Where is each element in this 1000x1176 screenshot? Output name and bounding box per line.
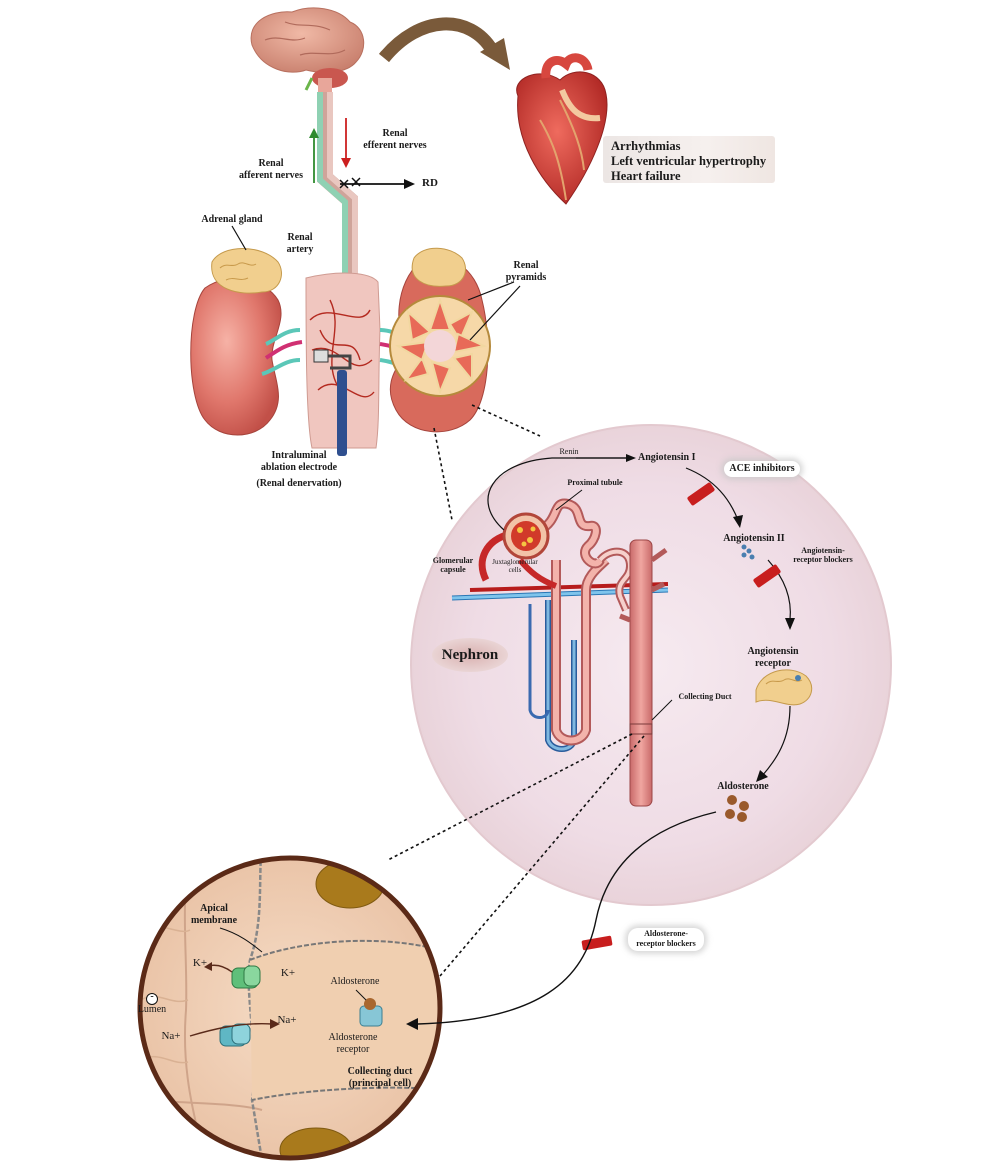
cell-aldosterone-receptor-label: Aldosterone receptor	[328, 1032, 378, 1055]
na-influx-arrow	[189, 1022, 273, 1037]
na-lumen-label: Na+	[161, 1030, 181, 1042]
ang2-to-receptor-arrow	[767, 559, 791, 621]
aldosterone-receptor-blockers-label: Aldosterone- receptor blockers	[628, 928, 704, 951]
effect-arrhythmias: Arrhythmias	[611, 139, 681, 153]
k-channel	[231, 965, 261, 989]
principal-cell-label: Collecting duct (principal cell)	[347, 1066, 413, 1089]
collecting-duct-label: Collecting Duct	[678, 692, 732, 701]
afferent-nerves-label: Renal afferent nerves	[239, 158, 303, 181]
left-kidney	[190, 248, 282, 436]
aldosterone-molecules	[725, 795, 749, 822]
rd-label: RD	[422, 177, 438, 189]
angiotensin-ii-molecule	[741, 544, 755, 560]
rd-arrow	[339, 177, 415, 189]
adrenal-pointer	[231, 225, 247, 251]
k-cell-label: K+	[280, 967, 296, 979]
aldosterone-receptor-icon	[359, 998, 383, 1027]
zoom-line-4	[439, 735, 645, 977]
pyramids-pointer-2	[469, 285, 521, 341]
k-lumen-label: K+	[192, 957, 208, 969]
renal-denervation-label: (Renal denervation)	[256, 478, 342, 489]
receptor-to-aldo-arrow	[761, 705, 791, 777]
arb-blocker-bar	[753, 564, 781, 588]
pyramids-pointer-1	[467, 281, 515, 301]
arb-label: Angiotensin- receptor blockers	[793, 546, 853, 565]
ace-inhibitors-label: ACE inhibitors	[724, 461, 800, 477]
zoom-line-1	[471, 404, 541, 437]
cell-aldosterone-label: Aldosterone	[330, 976, 380, 987]
efferent-nerves-label: Renal efferent nerves	[363, 128, 427, 151]
nephron-illustration	[451, 498, 669, 807]
lumen-charge-badge	[146, 993, 158, 1005]
electrode-label: Intraluminal ablation electrode	[260, 450, 338, 473]
na-cell-label: Na+	[277, 1014, 297, 1026]
effect-heart-failure: Heart failure	[611, 169, 681, 183]
aldosterone-label: Aldosterone	[717, 781, 769, 792]
brain-illustration	[250, 7, 365, 96]
aldo-blocker-bar	[581, 935, 613, 951]
nephron-title: Nephron	[432, 638, 508, 672]
angiotensin-i-label: Angiotensin I	[638, 452, 696, 463]
renin-label: Renin	[559, 447, 579, 456]
adrenal-gland-label: Adrenal gland	[201, 214, 263, 225]
renal-pyramids-label: Renal pyramids	[505, 260, 547, 283]
angiotensin-ii-label: Angiotensin II	[723, 533, 785, 544]
ace-blocker-bar	[687, 482, 715, 506]
glomerular-capsule-label: Glomerular capsule	[432, 556, 474, 575]
renin-arrow	[487, 457, 628, 531]
apical-pointer	[219, 927, 263, 953]
zoom-line-2	[433, 427, 453, 521]
angiotensin-receptor-label: Angiotensin receptor	[747, 646, 799, 669]
right-kidney-cross-section	[389, 247, 491, 433]
na-channel	[219, 1023, 251, 1047]
lumen-label: Lumen	[137, 1004, 167, 1015]
ablation-electrode	[313, 349, 352, 456]
zoom-line-3	[387, 733, 633, 861]
juxtaglomerular-cells-label: Juxtaglomerular cells	[492, 558, 538, 575]
lumen-minus-label: -	[150, 991, 154, 1002]
brain-heart-arrow	[378, 17, 498, 63]
aldo-pointer	[355, 989, 367, 1001]
aldo-to-cell-arrow	[417, 811, 717, 1025]
nerve-bundle	[304, 77, 358, 290]
apical-membrane-label: Apical membrane	[190, 903, 238, 926]
angiotensin-receptor-gland	[755, 669, 813, 706]
ang1-to-ang2-arrow	[685, 467, 739, 521]
collecting-pointer	[651, 699, 673, 721]
proximal-pointer	[555, 489, 583, 511]
effect-lvh: Left ventricular hypertrophy	[611, 154, 767, 168]
renal-artery-label: Renal artery	[286, 232, 314, 255]
cardiac-effects-box: Arrhythmias Left ventricular hypertrophy…	[603, 136, 775, 183]
proximal-tubule-label: Proximal tubule	[567, 478, 623, 487]
heart-illustration	[516, 53, 608, 205]
